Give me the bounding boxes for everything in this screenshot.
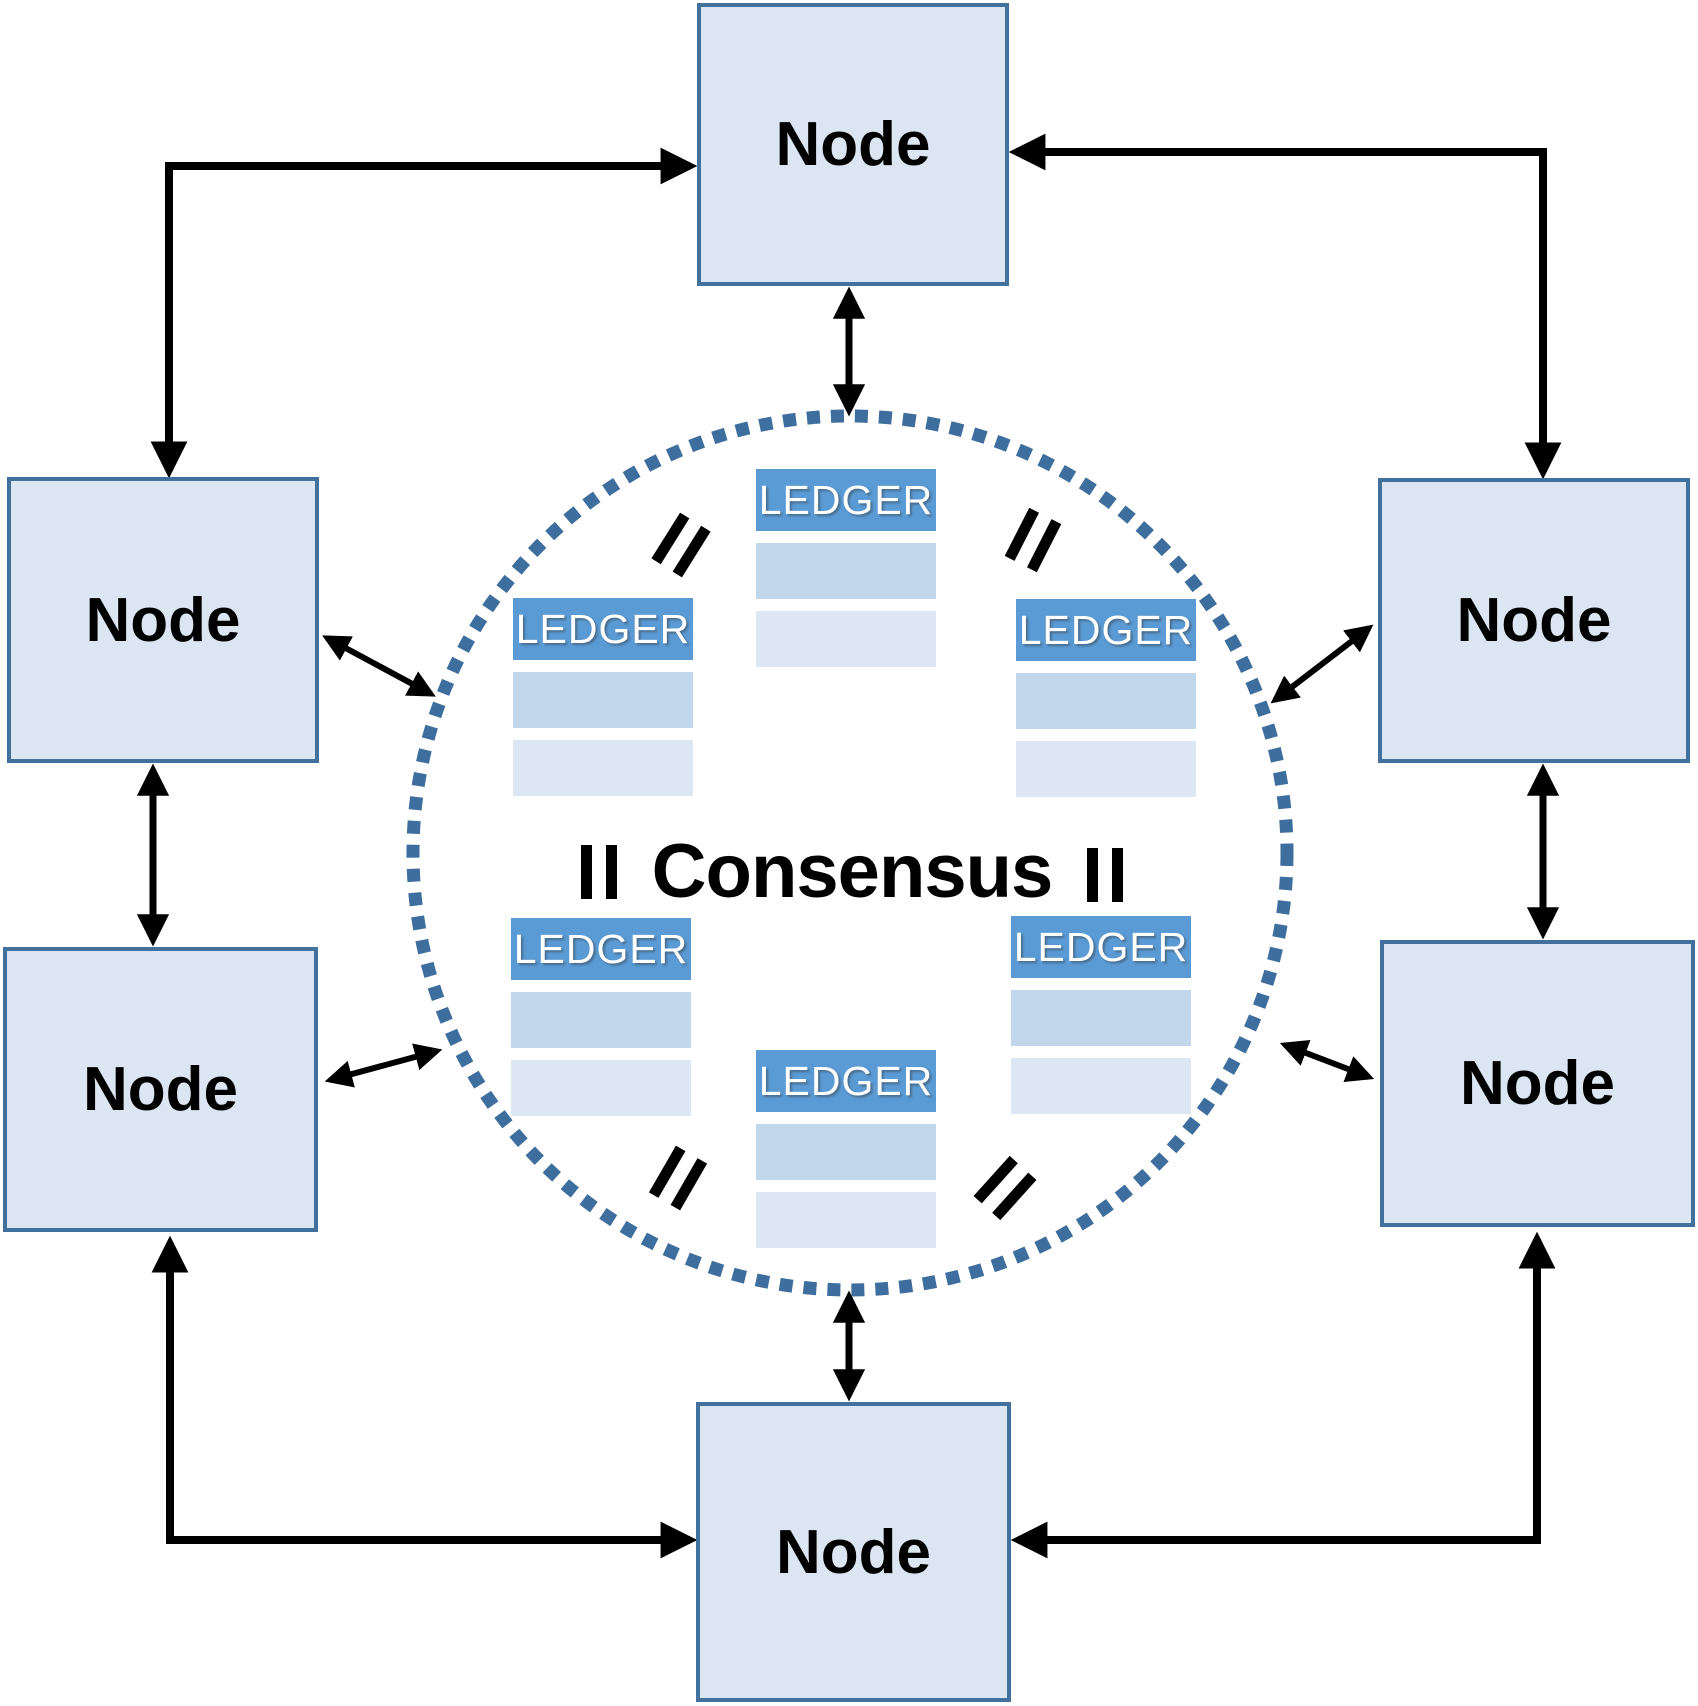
ledger-row xyxy=(513,740,693,796)
arrow-lower-left-node-to-consensus xyxy=(324,1043,443,1088)
node-box-lower-left: Node xyxy=(3,947,318,1232)
ledger-row xyxy=(1016,673,1196,729)
ledger-label: LEDGER xyxy=(515,605,691,652)
node-box-lower-right: Node xyxy=(1380,940,1695,1227)
ledger-header: LEDGER xyxy=(1016,599,1196,661)
ledger-lower-left: LEDGER xyxy=(511,918,691,1116)
node-label: Node xyxy=(1456,586,1612,655)
ledger-label: LEDGER xyxy=(1018,606,1194,653)
node-box-bottom: Node xyxy=(696,1402,1011,1702)
equals-bar xyxy=(606,845,617,899)
equals-bar xyxy=(1087,848,1098,902)
arrow-lower-right-node-to-bottom-node xyxy=(1010,1231,1556,1559)
ledger-bottom-center: LEDGER xyxy=(756,1050,936,1248)
node-box-upper-right: Node xyxy=(1378,478,1690,763)
equals-bar xyxy=(581,845,592,899)
ledger-row xyxy=(756,543,936,599)
node-label: Node xyxy=(1460,1049,1615,1118)
consensus-title: Consensus xyxy=(651,829,1054,914)
ledger-row xyxy=(1011,990,1191,1046)
ledger-header: LEDGER xyxy=(756,1050,936,1112)
arrow-upper-left-node-to-consensus xyxy=(322,635,436,697)
ledger-row xyxy=(756,1192,936,1248)
ledger-row xyxy=(1011,1058,1191,1114)
node-label: Node xyxy=(776,1517,931,1587)
ledger-lower-right: LEDGER xyxy=(1011,916,1191,1114)
node-box-upper-left: Node xyxy=(7,477,319,763)
ledger-header: LEDGER xyxy=(756,469,936,531)
ledger-header: LEDGER xyxy=(511,918,691,980)
ledger-mid-right: LEDGER xyxy=(1016,599,1196,797)
ledger-label: LEDGER xyxy=(758,1057,934,1104)
ledger-header: LEDGER xyxy=(513,598,693,660)
ledger-mid-left: LEDGER xyxy=(513,598,693,796)
equals-icon xyxy=(1087,848,1123,902)
ledger-top-center: LEDGER xyxy=(756,469,936,667)
arrow-top-node-to-upper-left-node xyxy=(150,147,698,479)
ledger-row xyxy=(1016,741,1196,797)
node-label: Node xyxy=(775,110,931,179)
ledger-header: LEDGER xyxy=(1011,916,1191,978)
consensus-ring-dotted-circle xyxy=(406,409,1294,1297)
ledger-label: LEDGER xyxy=(1013,923,1189,970)
ledger-row xyxy=(511,992,691,1048)
arrow-upper-right-node-to-consensus xyxy=(1270,624,1374,704)
node-label: Node xyxy=(85,585,241,655)
node-label: Node xyxy=(83,1055,238,1124)
ledger-row xyxy=(511,1060,691,1116)
ledger-row xyxy=(756,1124,936,1180)
arrow-lower-right-node-to-consensus xyxy=(1279,1039,1375,1083)
equals-icon xyxy=(581,845,617,899)
ledger-label: LEDGER xyxy=(758,476,934,523)
ledger-row xyxy=(756,611,936,667)
equals-bar xyxy=(1112,848,1123,902)
arrow-lower-left-node-to-bottom-node xyxy=(151,1235,698,1559)
ledger-row xyxy=(513,672,693,728)
ledger-label: LEDGER xyxy=(513,925,689,972)
arrow-top-node-to-upper-right-node xyxy=(1008,133,1562,480)
node-box-top: Node xyxy=(697,3,1009,286)
